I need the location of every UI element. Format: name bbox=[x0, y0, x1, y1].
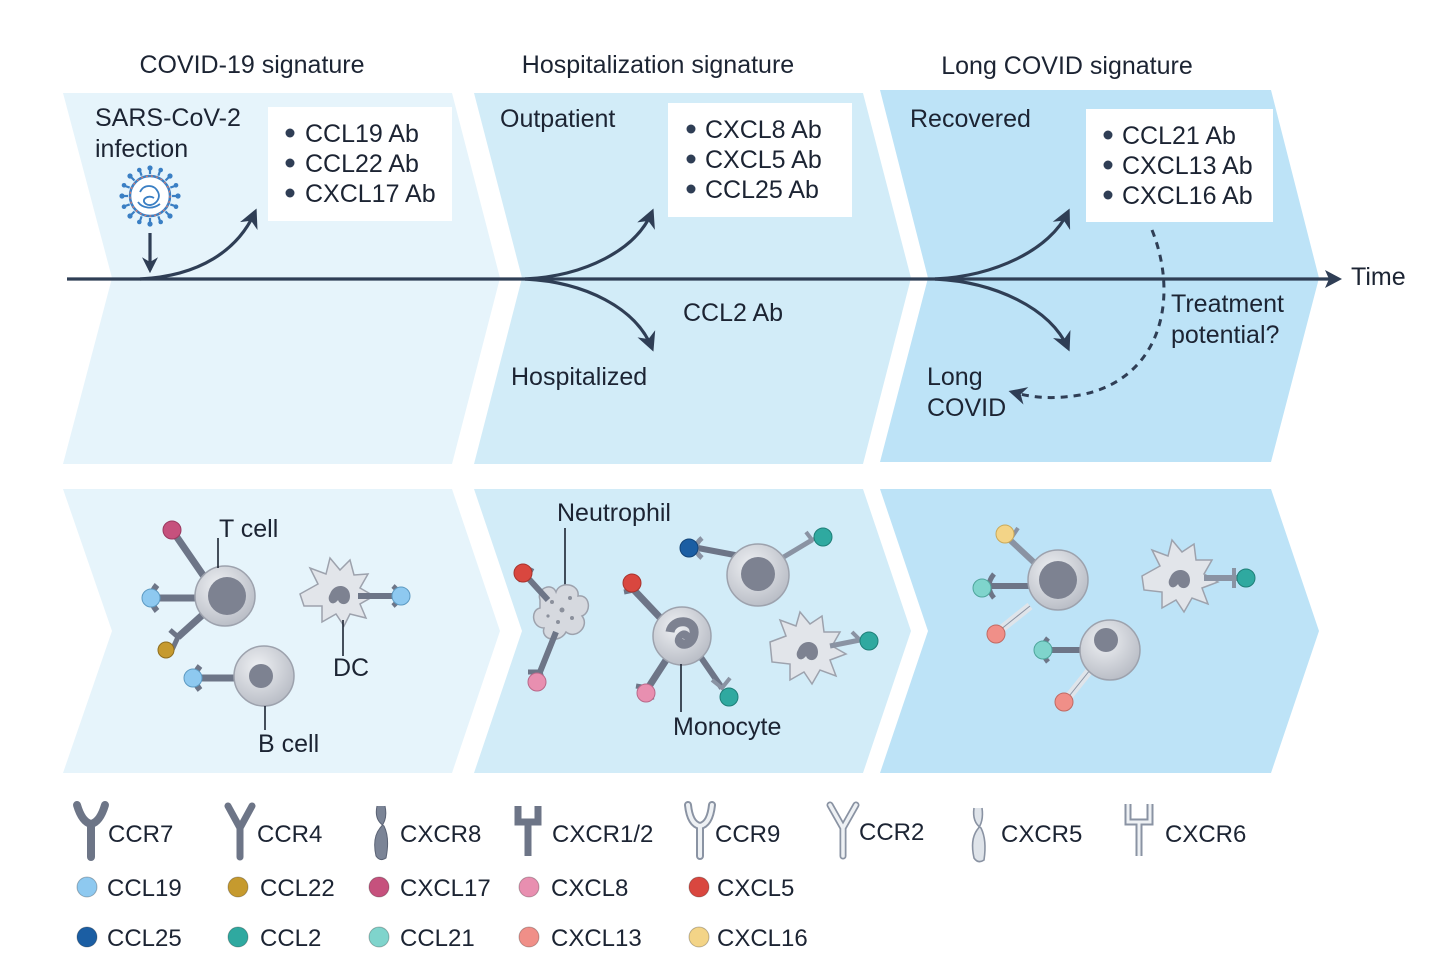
chemokine-swatch-cxcl5 bbox=[688, 876, 710, 898]
treatment-label-line1: Treatment bbox=[1171, 290, 1284, 318]
monocyte-label: Monocyte bbox=[673, 713, 781, 741]
infection-label-line1: SARS-CoV-2 bbox=[95, 104, 241, 132]
treatment-label-line2: potential? bbox=[1171, 321, 1279, 349]
infection-label-line2: infection bbox=[95, 135, 188, 163]
legend-ccr9: CCR9 bbox=[715, 821, 780, 848]
legend-cxcr12: CXCR1/2 bbox=[552, 821, 653, 848]
t-cell-long bbox=[972, 524, 1089, 644]
chemokine-label-ccl21: CCL21 bbox=[400, 925, 475, 952]
legend-ccr7: CCR7 bbox=[108, 821, 173, 848]
antibody-item: CCL19 Ab bbox=[305, 120, 419, 148]
heading-long-covid: Long COVID signature bbox=[941, 52, 1193, 80]
virus-icon bbox=[119, 165, 181, 227]
receptor-cup-icon bbox=[374, 805, 389, 861]
chemokine-label-ccl2: CCL2 bbox=[260, 925, 321, 952]
chemokine-swatch-ccl21 bbox=[368, 926, 390, 948]
receptor-y-narrow-icon bbox=[224, 802, 256, 861]
legend-ccr2: CCR2 bbox=[859, 819, 924, 846]
b-cell-label: B cell bbox=[258, 730, 319, 758]
outpatient-label: Outpatient bbox=[500, 105, 615, 133]
receptor-fork-icon bbox=[514, 806, 542, 856]
monocyte bbox=[622, 573, 739, 707]
recovered-label: Recovered bbox=[910, 105, 1031, 133]
covid-antibody-list: CCL19 Ab CCL22 Ab CXCL17 Ab bbox=[285, 120, 436, 208]
t-cell bbox=[141, 520, 256, 659]
antibody-item: CXCL16 Ab bbox=[1122, 182, 1253, 210]
chemokine-swatch-cxcl16 bbox=[688, 926, 710, 948]
receptor-fork-light-icon bbox=[1124, 804, 1154, 856]
chemokine-swatch-cxcl17 bbox=[368, 876, 390, 898]
long-covid-label-line2: COVID bbox=[927, 394, 1006, 422]
b-cell bbox=[183, 645, 295, 707]
chemokine-label-cxcl17: CXCL17 bbox=[400, 875, 491, 902]
chemokine-label-ccl25: CCL25 bbox=[107, 925, 182, 952]
antibody-item: CCL25 Ab bbox=[705, 176, 819, 204]
time-axis-arrowhead bbox=[1325, 270, 1342, 288]
dendritic-cell-long bbox=[1141, 538, 1256, 614]
legend-cxcr5: CXCR5 bbox=[1001, 821, 1082, 848]
antibody-item: CXCL13 Ab bbox=[1122, 152, 1253, 180]
antibody-item: CCL22 Ab bbox=[305, 150, 419, 178]
chemokine-swatch-cxcl8 bbox=[518, 876, 540, 898]
chemokine-label-cxcl8: CXCL8 bbox=[551, 875, 628, 902]
legend-cxcr6: CXCR6 bbox=[1165, 821, 1246, 848]
neutrophil bbox=[513, 563, 590, 692]
panel-covid-lower bbox=[63, 489, 500, 773]
long-covid-branch-arrow bbox=[934, 277, 1071, 352]
chemokine-label-cxcl13: CXCL13 bbox=[551, 925, 642, 952]
chemokine-swatch-ccl19 bbox=[76, 876, 98, 898]
hospital-antibody-box bbox=[668, 103, 852, 217]
heading-covid: COVID-19 signature bbox=[139, 51, 364, 79]
legend-ccr4: CCR4 bbox=[257, 821, 322, 848]
t-cell-label: T cell bbox=[219, 515, 278, 543]
chemokine-swatch-cxcl13 bbox=[518, 926, 540, 948]
b-cell-long bbox=[1033, 619, 1141, 712]
ccl2-antibody-label: CCL2 Ab bbox=[683, 299, 783, 327]
time-axis-label: Time bbox=[1351, 263, 1406, 291]
covid-branch-arrow bbox=[139, 208, 258, 281]
chemokine-swatch-ccl25 bbox=[76, 926, 98, 948]
antibody-item: CXCL8 Ab bbox=[705, 116, 822, 144]
dendritic-cell-2 bbox=[769, 610, 879, 686]
chemokine-swatch-ccl22 bbox=[227, 876, 249, 898]
recovered-branch-arrow bbox=[934, 208, 1071, 281]
outpatient-branch-arrow bbox=[524, 208, 655, 281]
long-antibody-box bbox=[1086, 109, 1273, 222]
heading-hospitalization: Hospitalization signature bbox=[522, 51, 794, 79]
receptor-y-narrow-light-icon bbox=[826, 801, 860, 860]
monocyte-upper bbox=[679, 527, 833, 607]
receptor-cup-light-icon bbox=[971, 807, 986, 863]
long-antibody-list: CCL21 Ab CXCL13 Ab CXCL16 Ab bbox=[1103, 122, 1253, 210]
legend-cxcr8: CXCR8 bbox=[400, 821, 481, 848]
antibody-item: CCL21 Ab bbox=[1122, 122, 1236, 150]
treatment-dashed-arrow bbox=[1008, 229, 1166, 405]
covid-antibody-box bbox=[268, 107, 452, 221]
dendritic-cell bbox=[299, 556, 411, 628]
chemokine-label-ccl22: CCL22 bbox=[260, 875, 335, 902]
chemokine-label-cxcl16: CXCL16 bbox=[717, 925, 808, 952]
long-covid-label-line1: Long bbox=[927, 363, 983, 391]
receptor-legend: CCR7 CCR4 CXCR8 CXCR1/2 CCR9 CCR2 bbox=[73, 801, 1246, 863]
chemokine-label-ccl19: CCL19 bbox=[107, 875, 182, 902]
neutrophil-label: Neutrophil bbox=[557, 499, 671, 527]
receptor-y-wide-light-icon bbox=[684, 801, 716, 860]
hospitalized-label: Hospitalized bbox=[511, 363, 647, 391]
receptor-y-wide-icon bbox=[73, 801, 109, 861]
dc-label: DC bbox=[333, 654, 369, 682]
chemokine-label-cxcl5: CXCL5 bbox=[717, 875, 794, 902]
hospitalized-branch-arrow bbox=[524, 277, 656, 352]
chemokine-swatch-ccl2 bbox=[227, 926, 249, 948]
hospital-antibody-list: CXCL8 Ab CXCL5 Ab CCL25 Ab bbox=[686, 116, 822, 204]
antibody-item: CXCL17 Ab bbox=[305, 180, 436, 208]
antibody-item: CXCL5 Ab bbox=[705, 146, 822, 174]
